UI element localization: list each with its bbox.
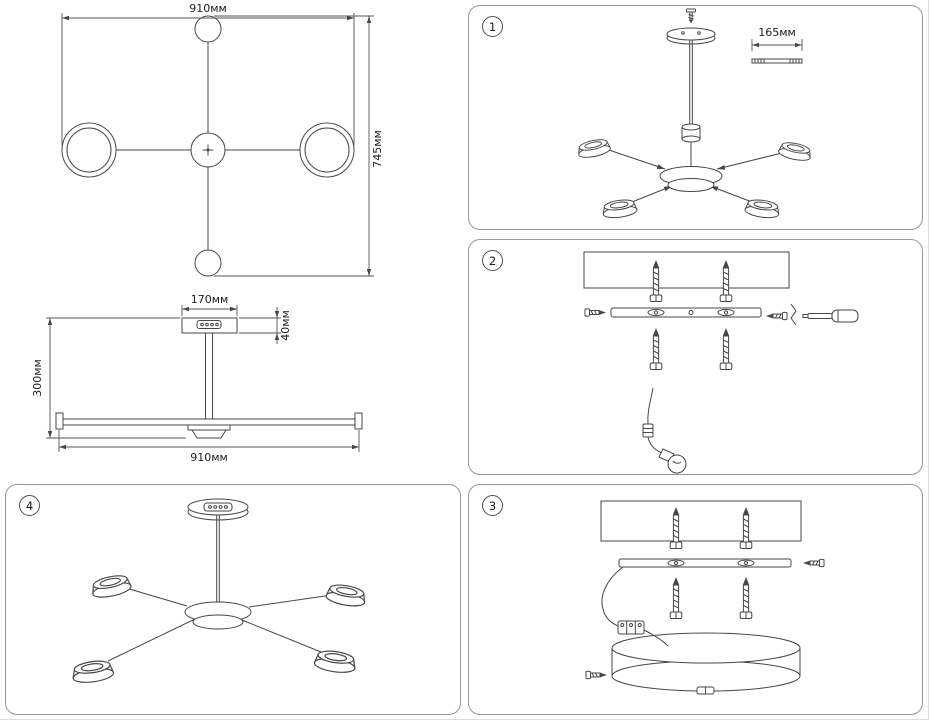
ceiling-surface: [600, 500, 802, 542]
mounting-bracket: [610, 307, 762, 318]
step-1-number: 1: [488, 19, 497, 34]
lamp-head-icon: [601, 197, 639, 220]
screw-icon: [585, 670, 608, 680]
step-2-number: 2: [488, 253, 497, 268]
step-4-badge: 4: [19, 495, 40, 516]
screw-icon: [669, 576, 683, 619]
bar-width-dimension: 910мм: [58, 430, 360, 464]
canopy-width-dimension: 170мм: [181, 293, 238, 316]
top-view-height-dimension: 745мм: [214, 15, 384, 277]
screw-icon: [739, 576, 753, 619]
mounting-plate: [618, 558, 792, 568]
dimension-drawings: 910мм 745мм: [31, 2, 384, 464]
top-view-height-label: 745мм: [371, 130, 384, 168]
screw-icon: [649, 259, 663, 302]
screw-icon: [719, 327, 733, 370]
rod-length-label: 165мм: [758, 26, 796, 39]
small-screw-icon: [686, 8, 696, 24]
lamp-head-right: [299, 122, 355, 178]
top-view-width-label: 910мм: [189, 2, 227, 15]
canopy: [666, 27, 716, 45]
hub-side: [191, 429, 227, 439]
step-panel-2: 2: [468, 239, 923, 475]
lamp-head-icon: [324, 581, 368, 609]
pendant-cord-bulb: [642, 387, 687, 474]
canopy-height-label: 40мм: [279, 310, 292, 341]
step-4-illustration: [70, 498, 368, 686]
terminal-block: [617, 620, 645, 635]
step-panel-4: 4: [5, 484, 461, 715]
lamp-head-icon: [312, 648, 358, 676]
lamp-head-left: [61, 122, 117, 178]
step-2-illustration: [583, 251, 859, 474]
screw-icon: [719, 259, 733, 302]
fixture-height-label: 300мм: [31, 359, 44, 397]
ceiling-surface: [583, 251, 790, 289]
bar-width-label: 910мм: [190, 451, 228, 464]
step-3-illustration: [585, 500, 825, 695]
canopy-height-dimension: 40мм: [239, 307, 292, 344]
top-view-width-dimension: 910мм: [61, 2, 355, 145]
canopy-side: [181, 317, 238, 334]
step-1-badge: 1: [482, 16, 503, 37]
step-panel-3: 3: [468, 484, 923, 715]
lamp-head-top: [194, 15, 222, 43]
bulb-icon: [667, 454, 687, 474]
top-view: [61, 15, 355, 277]
wire-into-canopy: [643, 629, 669, 647]
screw-icon: [739, 506, 753, 549]
screw-icon: [649, 327, 663, 370]
step-2-badge: 2: [482, 250, 503, 271]
screw-icon: [584, 308, 607, 317]
center-hub: [184, 601, 252, 630]
screw-icon: [765, 311, 788, 321]
fixture-height-dimension: 300мм: [31, 317, 186, 439]
down-rod: [751, 58, 803, 64]
screw-icon: [669, 506, 683, 549]
lamp-head-icon: [576, 136, 612, 161]
lamp-head-icon: [70, 658, 116, 686]
arm-bar-side: [59, 418, 359, 426]
hook-pin-icon: [790, 303, 797, 326]
step-panel-1: 165мм 1: [468, 5, 923, 230]
lamp-head-icon: [743, 197, 781, 220]
lamp-head-bottom: [194, 249, 222, 277]
step-4-number: 4: [25, 498, 34, 513]
supply-wire: [601, 566, 624, 627]
rod-length-dimension: 165мм: [751, 26, 803, 51]
canopy-width-label: 170мм: [191, 293, 229, 306]
arms: [107, 587, 333, 662]
lamp-head-icon: [89, 572, 133, 601]
canopy: [187, 498, 249, 521]
lamp-head-icon: [777, 139, 813, 164]
screwdriver-icon: [802, 309, 859, 323]
screw-icon: [802, 558, 825, 568]
step-1-illustration: 165мм: [576, 8, 813, 220]
step-3-badge: 3: [482, 495, 503, 516]
step-3-number: 3: [488, 498, 497, 513]
canopy-drum: [611, 632, 801, 695]
center-hub: [659, 166, 723, 192]
side-view: [55, 317, 363, 439]
connector-cylinder: [681, 123, 701, 143]
